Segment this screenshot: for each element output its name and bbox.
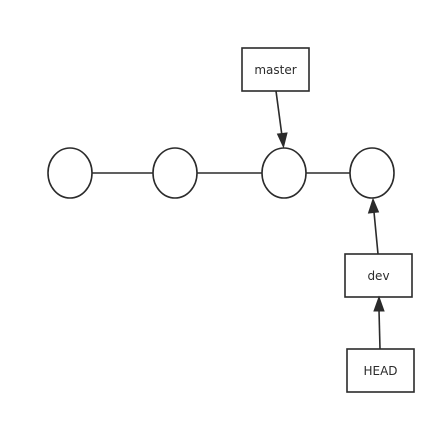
dev-pointer-arrow <box>367 197 380 255</box>
head-ref-box <box>346 348 415 393</box>
commit-node-3 <box>261 147 307 199</box>
head-ref: HEAD <box>346 348 415 393</box>
dev-ref: dev <box>344 253 413 298</box>
head-pointer-arrow <box>373 295 385 350</box>
commit-node-1 <box>47 147 93 199</box>
master-ref-box <box>241 47 310 92</box>
master-ref: master <box>241 47 310 92</box>
dev-ref-box <box>344 253 413 298</box>
commit-node-4 <box>349 147 395 199</box>
head-ref-label: HEAD <box>363 364 397 378</box>
dev-ref-label: dev <box>367 269 389 283</box>
master-ref-label: master <box>254 63 296 77</box>
master-pointer-arrow <box>275 90 288 149</box>
commit-node-2 <box>152 147 198 199</box>
